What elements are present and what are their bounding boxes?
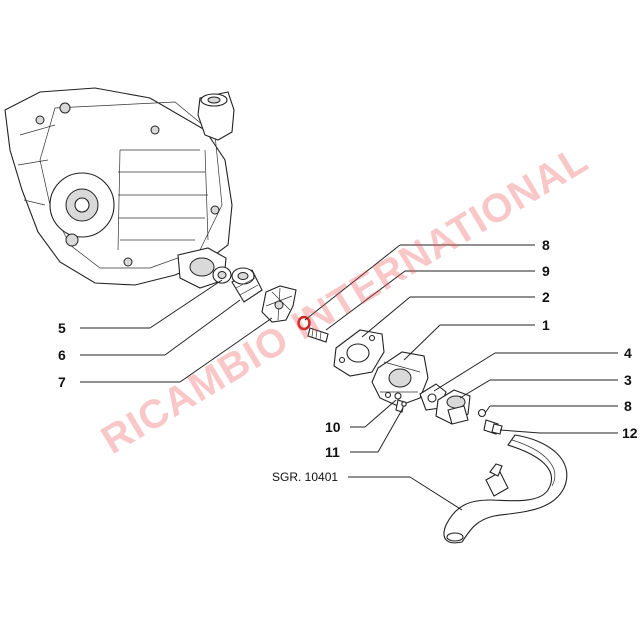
part-8-washer	[477, 408, 487, 418]
callout-4: 4	[624, 345, 632, 361]
part-9-stud	[307, 327, 329, 343]
callout-5: 5	[58, 320, 66, 336]
callout-7: 7	[58, 374, 66, 390]
callout-2: 2	[542, 289, 550, 305]
callout-11: 11	[325, 444, 340, 460]
callout-8-top: 8	[542, 237, 550, 253]
gearbox-housing	[4, 87, 235, 289]
part-6-sleeve	[231, 267, 263, 303]
part-7-impeller	[261, 285, 297, 323]
part-5-seal	[212, 266, 232, 284]
leader-lines	[80, 244, 618, 511]
callout-9: 9	[542, 263, 550, 279]
callout-10: 10	[325, 419, 341, 435]
part-3-outlet	[435, 389, 471, 425]
part-8-o-ring	[297, 315, 311, 331]
callout-6: 6	[58, 347, 66, 363]
part-2-gasket	[333, 329, 385, 377]
part-1-pump-body	[371, 351, 429, 407]
callout-labels: 8 9 2 1 4 3 8 12 5 6 7 10 11 SGR. 10401	[58, 237, 638, 484]
callout-8-bottom: 8	[624, 398, 632, 414]
reference-code: SGR. 10401	[272, 470, 338, 484]
callout-12: 12	[622, 425, 638, 441]
part-10-11-bolt-washer	[394, 392, 407, 413]
callout-1: 1	[542, 317, 550, 333]
callout-3: 3	[624, 372, 632, 388]
part-12-bolt	[483, 419, 503, 435]
coolant-hose	[443, 434, 568, 544]
